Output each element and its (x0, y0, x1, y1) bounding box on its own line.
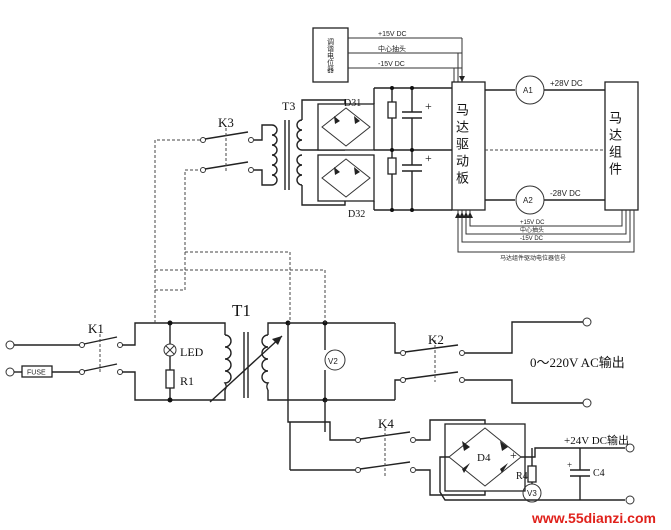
k2-label: K2 (428, 332, 444, 347)
input-terminal-top (5, 340, 15, 350)
v2-label: V2 (328, 357, 338, 366)
bridge-d31-box (317, 103, 375, 151)
n28-label: -28V DC (550, 189, 581, 198)
t1-primary-coil (223, 334, 232, 391)
voltmeter-v2 (324, 349, 346, 371)
motor-assembly (604, 81, 639, 211)
k1-label: K1 (88, 321, 104, 336)
fb-p15-label: +15V DC (520, 220, 545, 226)
fuse-label: FUSE (27, 370, 46, 377)
c4-plus: + (567, 460, 572, 470)
r1-label: R1 (180, 374, 194, 388)
bridge-d32 (321, 158, 371, 198)
motor-driver-board (451, 81, 486, 211)
resistor-r4 (527, 465, 537, 483)
watermark: www.55dianzi.com (531, 510, 656, 526)
p28-label: +28V DC (550, 79, 583, 88)
bridge-d32-box (317, 154, 375, 202)
bridge-d4 (448, 427, 522, 487)
upper-cap-plus: + (425, 99, 432, 113)
pot-p15-label: +15V DC (378, 31, 407, 38)
t1-secondary-coil (261, 334, 270, 391)
ac-output-label: 0～220V AC输出 (530, 355, 625, 370)
pot-ct-label: 中心抽头 (378, 44, 406, 53)
lower-resistor (387, 157, 397, 175)
t1-label: T1 (232, 301, 251, 320)
led-label: LED (180, 345, 204, 359)
fb-ct-label: 中心抽头 (520, 226, 544, 234)
pot-label: 调谐电位器 (326, 37, 335, 73)
t1-adjust-arrow (209, 335, 283, 403)
lower-cap-plus: + (425, 151, 432, 165)
dc-output-terminal-top (625, 443, 635, 453)
ac-output-terminal-top (582, 317, 592, 327)
dc-output-terminal-bottom (625, 495, 635, 505)
c4-label: C4 (593, 468, 605, 479)
d4-label: D4 (477, 452, 491, 464)
tuning-potentiometer (312, 27, 349, 83)
motor-label: 马达组件 (607, 111, 622, 179)
v3-label: V3 (527, 489, 537, 498)
dc-output-label: +24V DC输出 (564, 433, 629, 447)
ac-output-terminal-bottom (582, 398, 592, 408)
k4-label: K4 (378, 416, 394, 431)
t3-primary-coil (271, 124, 278, 186)
feedback-label: 马达组件驱动电位器信号 (500, 254, 566, 262)
driver-label: 马达驱动板 (454, 102, 469, 188)
input-terminal-bottom (5, 367, 15, 377)
d31-label: D31 (344, 98, 361, 109)
r4-label: R4 (516, 471, 528, 482)
fb-n15-label: -15V DC (520, 236, 544, 242)
upper-resistor (387, 101, 397, 119)
a2-label: A2 (523, 196, 533, 205)
voltmeter-v3 (522, 483, 542, 503)
d4-plus: + (510, 448, 517, 462)
pot-n15-label: -15V DC (378, 61, 405, 68)
a1-label: A1 (523, 86, 533, 95)
resistor-r1 (165, 369, 175, 389)
d32-label: D32 (348, 209, 365, 220)
t3-label: T3 (282, 99, 295, 113)
k3-label: K3 (218, 115, 234, 130)
bridge-d31 (321, 107, 371, 147)
